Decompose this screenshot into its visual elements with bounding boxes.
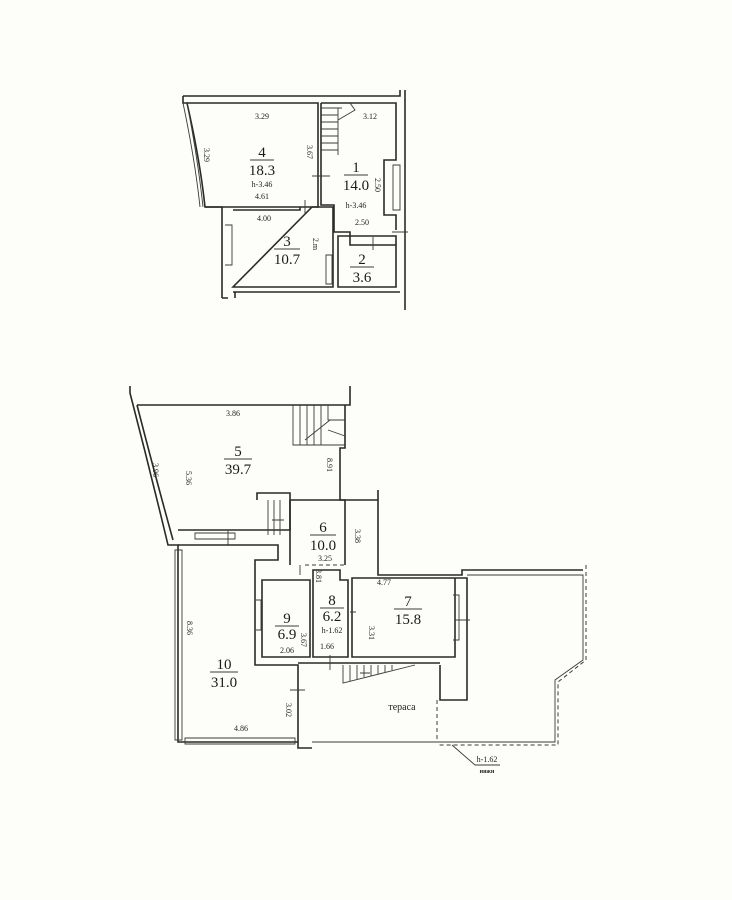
room-1-height: h-3.46 [346,201,367,210]
dim-label: 8.36 [185,621,194,635]
dim-label: 2.50 [355,218,369,227]
dim-label: 4.61 [255,192,269,201]
dim-label: 3.25 [318,554,332,563]
terrace-dashed-boundary [436,565,587,746]
room-8-height: h-1.62 [322,626,343,635]
room-6-number: 6 [319,520,327,536]
window-room-10 [174,549,296,745]
door-ticks-lower [290,565,470,691]
dim-label: 8.91 [325,458,334,472]
room-1-area: 14.0 [343,178,369,194]
room-9-number: 9 [283,611,291,627]
dim-label: 4.77 [377,578,391,587]
room-3-wall [231,206,334,288]
window-room-3 [225,224,233,266]
dim-label: 2.m [311,238,320,251]
room-6-wall [289,499,346,565]
dim-label: 3.86 [226,409,240,418]
dim-label: 3.29 [202,148,211,162]
dim-label: 3.81 [314,569,323,583]
lower-outer-wall [129,386,351,749]
room-4-area: 18.3 [249,163,275,179]
terrace-edge [312,574,584,743]
room-3-area: 10.7 [274,252,301,268]
dim-label: 4.00 [257,214,271,223]
dim-label: 3.67 [299,633,308,647]
room-3-number: 3 [283,234,291,250]
room-2-wall [337,235,397,288]
upper-floor-plan: 4 18.3 h-3.46 1 14.0 h-3.46 3 10.7 2 3.6… [182,90,408,310]
dim-label: 2.50 [373,178,382,192]
room-7-wall [298,577,468,701]
window-room-5 [194,530,236,545]
room-7-number: 7 [404,594,412,610]
room-4-number: 4 [258,145,266,161]
dim-label: 4.86 [234,724,248,733]
room-8-number: 8 [328,593,336,609]
lower-floor-plan: 5 39.7 6 10.0 7 15.8 8 6.2 h-1.62 9 6.9 … [129,386,587,775]
upper-outer-wall [182,90,406,310]
room-8-area: 6.2 [323,609,342,625]
window-upper-right [392,164,401,211]
room-4-wall [187,102,319,208]
balcony-curve [182,102,204,208]
level-sub-note: нижн [480,769,495,775]
dim-label: 3.96 [151,463,160,477]
room-9-area: 6.9 [278,627,297,643]
room-7-area: 15.8 [395,612,421,628]
room-5-number: 5 [234,444,242,460]
room-2-number: 2 [358,252,366,268]
vent-shaft [325,254,333,285]
dim-label: 5.36 [184,471,193,485]
room-1-wall [320,102,397,246]
window-room-9 [256,599,262,631]
room-9-wall [261,579,311,658]
room-8-wall [312,569,349,658]
room-2-area: 3.6 [353,270,372,286]
room-5-wall [178,405,583,576]
window-room-7 [453,594,460,641]
room-10-number: 10 [217,657,232,673]
level-leader [451,744,500,766]
terrace-label: тераса [388,702,416,713]
stairs-lower [267,405,346,535]
room-4-height: h-3.46 [252,180,273,189]
dim-label: 3.02 [284,703,293,717]
level-note: h-1.62 [477,755,498,764]
room-10-area: 31.0 [211,675,237,691]
stairs-upper [321,102,356,155]
room-6-area: 10.0 [310,538,336,554]
dim-label: 2.06 [280,646,294,655]
stairs-terrace [342,664,416,684]
dim-label: 3.31 [367,626,376,640]
dim-label: 3.12 [363,112,377,121]
dim-label: 3.67 [305,145,314,159]
dim-label: 3.29 [255,112,269,121]
door-ticks-upper [304,175,408,250]
room-10-wall [178,544,299,742]
room-5-area: 39.7 [225,462,252,478]
dim-label: 1.66 [320,642,334,651]
room-1-number: 1 [352,160,360,176]
dim-label: 3.38 [353,529,362,543]
